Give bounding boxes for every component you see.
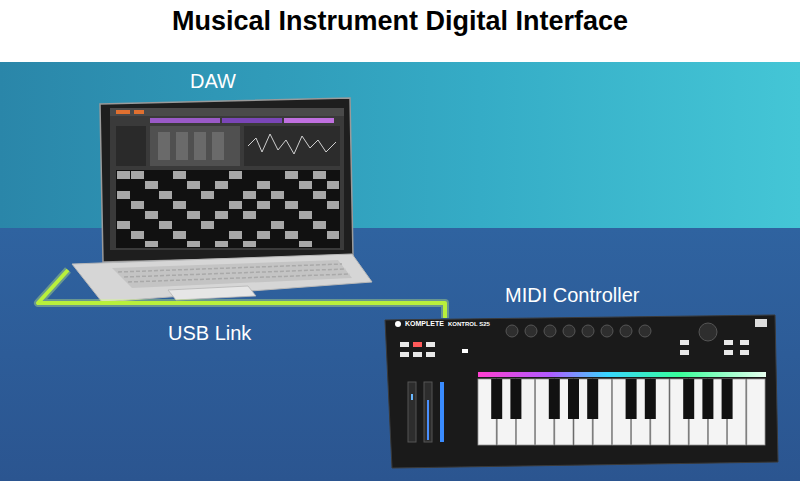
brand-text: KOMPLETE: [405, 320, 444, 327]
usb-cable: [38, 270, 445, 318]
device-label: MIDI Controller: [385, 284, 777, 307]
device-node: MIDI Controller: [385, 318, 777, 468]
device-node: DAW: [68, 100, 358, 300]
brand-text: KONTROL S25: [448, 321, 490, 327]
connection-label: USB Link: [168, 322, 251, 345]
usb-cable-glow: [38, 270, 445, 318]
device-label: DAW: [68, 70, 358, 93]
diagram-title: Musical Instrument Digital Interface: [0, 6, 800, 37]
